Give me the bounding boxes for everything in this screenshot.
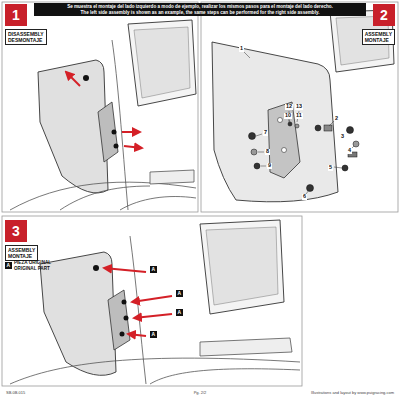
dashboard-screen [200,220,284,314]
screw [112,130,117,135]
windshield-edge [130,236,146,384]
document-code: SB.0B.015 [6,391,25,395]
callout-number: 7 [263,130,268,136]
callout-number: 5 [328,165,333,171]
panel-frame [2,216,302,386]
screen-glass [134,27,190,98]
panel-frame [2,2,198,212]
node-text: The left side assembly is shown as an ex… [38,10,362,16]
step-heading: DISASSEMBLYDESMONTAJE [5,29,47,45]
original-part-mark: A [150,266,157,273]
deflector [38,60,108,193]
original-part-mark: A [5,262,12,269]
header-bar: Se muestra el montaje del lado izquierdo… [34,3,366,16]
red-arrows [104,268,172,336]
step-badge: 2 [373,4,395,26]
assembly-view [10,220,300,384]
original-part-mark: A [176,290,183,297]
node-text: 2 [380,7,388,23]
credits: Illustrations and layout by www.puigraci… [311,391,394,395]
callout-number: 4 [347,148,352,154]
callout-number: 3 [340,134,345,140]
bracket [98,102,118,162]
deflector [212,42,338,202]
callout-number: 10 [284,113,292,119]
node-text: Se muestra el montaje del lado izquierdo… [38,4,362,10]
fairing [10,170,196,210]
callout-number: 9 [267,163,272,169]
fairing [10,338,300,384]
node-text: MONTAJE [365,37,392,43]
deflector [40,252,116,375]
step-heading: ASSEMBLYMONTAJE [5,245,38,261]
screw [114,144,119,149]
node-text: DESMONTAJE [8,37,44,43]
disassembly-view [10,20,196,210]
original-part-mark: A [150,331,157,338]
dashboard-screen [128,20,196,106]
node-text: 3 [12,223,20,239]
callout-number: 11 [295,113,303,119]
step-heading: ASSEMBLYMONTAJE [362,29,395,45]
node-text: ASSEMBLY [365,31,392,37]
callout-number: 1 [239,46,244,52]
callout-number: 2 [334,116,339,122]
callout-number: 13 [295,104,303,110]
step-badge: 3 [5,220,27,242]
node-text: MONTAJE [8,253,35,259]
hardware [249,122,360,192]
legend-note: PIEZA ORIGINAL [14,261,51,266]
screen-glass [206,227,278,305]
callout-number: 6 [302,194,307,200]
callout-number: 12 [285,104,293,110]
legend-note: ORIGINAL PART [14,267,50,272]
panel-frame [201,2,398,212]
node-text: 1 [12,7,20,23]
leader-lines [244,52,354,194]
node-text: DISASSEMBLY [8,31,44,37]
red-arrows [66,72,142,148]
callout-number: 8 [265,149,270,155]
screw [83,75,89,81]
page-number: Pg. 2/2 [194,391,207,395]
original-part-mark: A [176,309,183,316]
panel-frames [2,2,398,386]
exploded-view [212,10,394,202]
bracket [108,290,130,350]
step-badge: 1 [5,4,27,26]
node-text: ASSEMBLY [8,247,35,253]
